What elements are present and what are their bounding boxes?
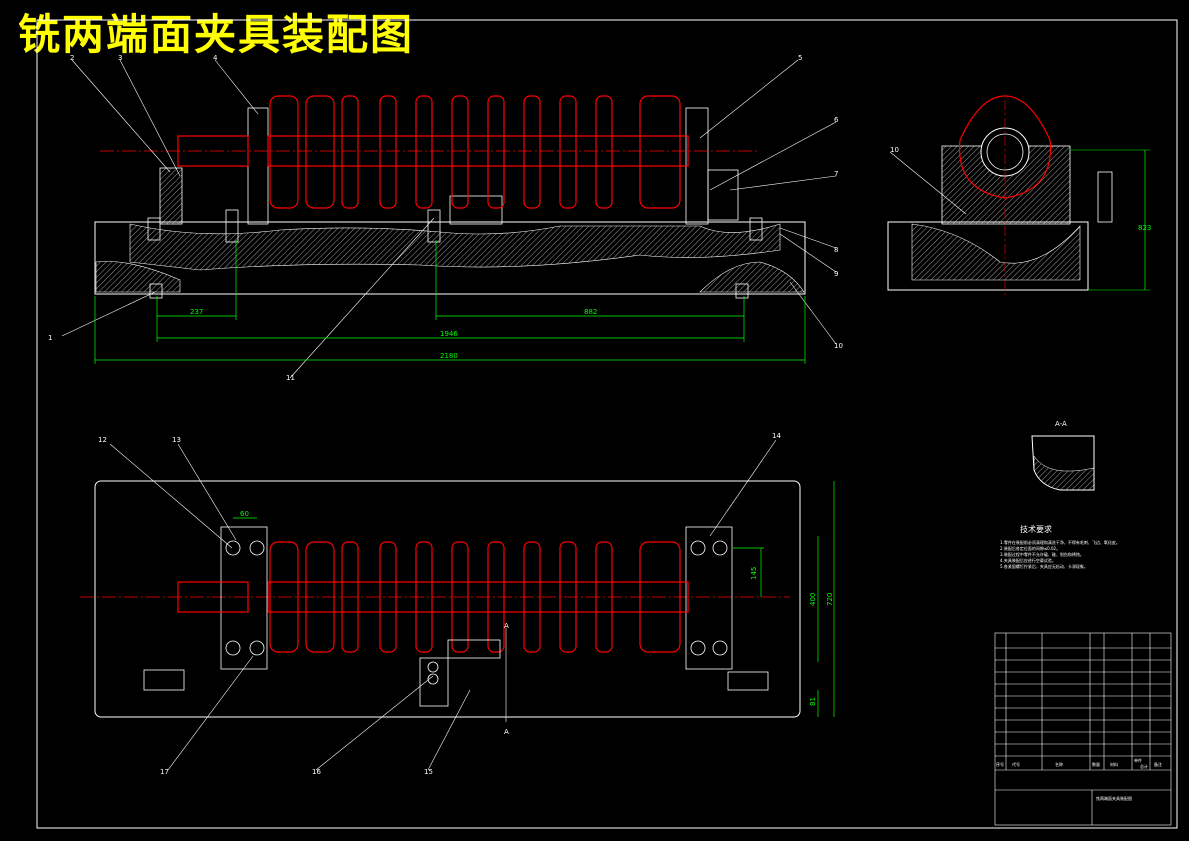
dim-823: 823	[1138, 224, 1151, 232]
tb-header-unit: 单件	[1134, 757, 1142, 763]
dim-145: 145	[750, 567, 758, 580]
tb-drawing-name: 铣两端面夹具装配图	[1096, 795, 1132, 801]
part-number-17: 17	[160, 768, 169, 776]
right-v-block	[685, 107, 709, 225]
part-number-8: 8	[834, 246, 838, 254]
section-mark-top: A	[504, 622, 509, 630]
dim-60: 60	[240, 510, 249, 518]
section-aa	[1031, 435, 1095, 491]
center-support	[449, 195, 503, 225]
tb-header-material: 材料	[1110, 761, 1118, 767]
tech-requirements-notes: 1.零件在装配前必须清理和清洗干净，不得有毛刺、飞边、氧化皮。 2.装配后各定位…	[1000, 540, 1120, 570]
section-mark-bottom: A	[504, 728, 509, 736]
tech-requirements-title: 技术要求	[1020, 525, 1052, 534]
tb-header-total: 总计	[1140, 763, 1148, 769]
leaders-front	[61, 59, 837, 379]
part-number-13: 13	[172, 436, 181, 444]
dim-400: 400	[809, 593, 817, 606]
crankshaft-front	[100, 95, 760, 209]
tb-header-code: 代号	[1012, 761, 1020, 767]
front-view: 1 2 3 4 5 6 7 8 9 10 11 237 882 1946 218…	[48, 54, 843, 382]
tech-note-5: 5.各紧固螺钉拧紧后，夹具应无松动、卡滞现象。	[1000, 564, 1088, 569]
part-number-7: 7	[834, 170, 838, 178]
top-view	[80, 439, 835, 771]
base-right-hatch	[699, 261, 805, 293]
tb-header-name: 名称	[1055, 761, 1063, 767]
base-section-hatch	[129, 223, 781, 271]
part-number-3: 3	[118, 54, 122, 62]
dim-237: 237	[190, 308, 203, 316]
part-number-11: 11	[286, 374, 295, 382]
dim-81: 81	[809, 697, 817, 706]
part-number-1: 1	[48, 334, 52, 342]
part-number-14: 14	[772, 432, 781, 440]
tech-note-3: 3.装配过程中零件不允许磕、碰、划伤和锈蚀。	[1000, 552, 1084, 557]
tech-note-2: 2.装配后各定位面的间隙≤0.02。	[1000, 546, 1061, 551]
tech-note-1: 1.零件在装配前必须清理和清洗干净，不得有毛刺、飞边、氧化皮。	[1000, 540, 1120, 545]
part-number-6: 6	[834, 116, 839, 124]
right-clamp-block	[707, 169, 739, 221]
dim-882: 882	[584, 308, 597, 316]
part-number-5: 5	[798, 54, 802, 62]
tb-header-remark: 备注	[1154, 761, 1162, 767]
dimension-lines-front	[94, 240, 806, 364]
tb-header-seq: 序号	[996, 761, 1004, 767]
part-number-4: 4	[213, 54, 218, 62]
left-v-block	[247, 107, 269, 225]
side-view	[887, 95, 1150, 296]
part-number-10-side: 10	[890, 146, 899, 154]
dim-2180: 2180	[440, 352, 458, 360]
part-number-2: 2	[70, 54, 74, 62]
section-label: A-A	[1055, 420, 1067, 428]
dim-1946: 1946	[440, 330, 458, 338]
title-block	[994, 632, 1172, 826]
tb-header-qty: 数量	[1092, 761, 1100, 767]
bolts-front	[147, 209, 763, 299]
left-support	[159, 167, 183, 225]
part-number-10: 10	[834, 342, 843, 350]
dim-720: 720	[826, 593, 834, 606]
part-number-15: 15	[424, 768, 433, 776]
part-number-16: 16	[312, 768, 321, 776]
part-number-12: 12	[98, 436, 107, 444]
drawing-border	[36, 19, 1178, 829]
tech-note-4: 4.夹具装配后应进行空载试验。	[1000, 558, 1056, 563]
part-number-9: 9	[834, 270, 838, 278]
